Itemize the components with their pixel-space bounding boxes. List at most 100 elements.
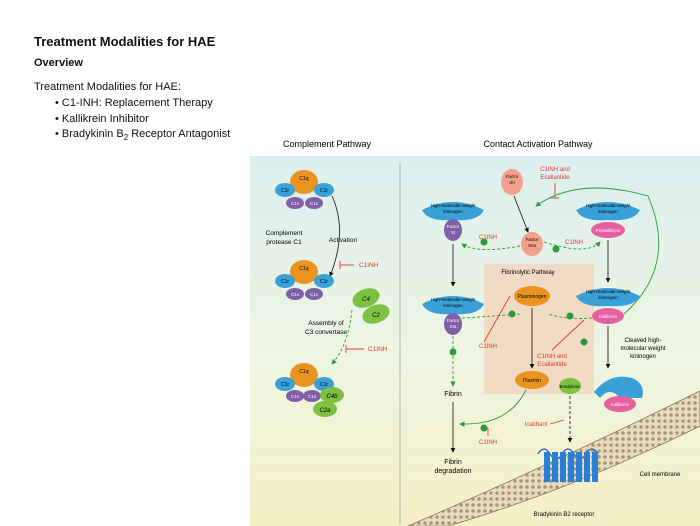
icatibant-label: Icatibant [525,422,548,428]
factor-xiia-label: XIIa [528,243,537,248]
hmwk-label: High-molecular-weight [431,297,477,302]
factor-xia-label: XIa [450,324,457,329]
fibrin-label: Fibrin [444,391,462,398]
plasmin-to-fibrin-arrow [459,389,527,427]
c1-complex-1: C1q C1r C1r C1s C1s [275,170,334,209]
factor-xi-label: Factor [447,224,460,229]
c1s-label: C1s [291,201,300,206]
xii-to-xiia-arrow [513,195,529,233]
c1s-label: C1s [291,292,300,297]
hmwk-prekallikrein: High-molecular-weight kininogen Prekalli… [576,202,640,238]
fibrin-degradation-label: degradation [435,468,472,475]
factor-xiia: Factor XIIa [521,232,543,256]
hmwk-label: kininogen [443,303,463,308]
feedback-arrow [535,187,660,315]
list-item-text: Kallikrein Inhibitor [61,112,149,125]
plus-marker [552,245,560,253]
c1inh-ecallantide-label: Ecallantide [537,362,567,368]
cell-membrane [407,390,700,526]
c1inh-label: C1INH [479,440,497,446]
factor-xii-label: Factor [506,174,519,179]
c2-label: C2 [372,313,380,319]
c4-c2-molecules: C4 C2 [352,288,390,324]
complement-pathway-title: Complement Pathway [283,139,372,149]
hmwk-factor-xi: High-molecular-weight kininogen Factor X… [422,202,484,241]
inhibit-line [549,419,565,425]
c1r-label: C1r [281,188,289,194]
c1inh-label: C1INH [368,346,388,353]
intro-text: Treatment Modalities for HAE: [34,81,181,93]
c1inh-label: C1INH [565,240,583,246]
c4-label: C4 [362,297,370,303]
assembly-label-line1: Assembly of [308,320,344,327]
hmwk-label: kininogen [443,209,463,214]
list-item: Kallikrein Inhibitor [55,112,230,128]
plus-marker [566,312,574,320]
factor-xia-label: Factor [447,318,460,323]
activation-arrow [461,243,521,250]
activation-arrow [543,241,601,250]
activation-arrow [461,313,521,319]
plus-marker [480,238,488,246]
hmwk-label: High-molecular-weight [586,289,632,294]
kallikrein-label: Kallikrein [599,314,618,319]
list-item-text: C1-INH: Replacement Therapy [61,97,213,109]
hmwk-kallikrein: High-molecular-weight kininogen Kallikre… [576,288,640,324]
c1r-label: C1r [320,382,328,388]
plus-marker [480,424,488,432]
bradykinin-label: Bradykinin [559,384,581,389]
c1r-label: C1r [320,279,328,285]
c1r-label: C1r [281,382,289,388]
c1-complex-2: C1q C1r C1r C1s C1s [275,260,334,300]
c1q-label: C1q [299,369,308,375]
c1inh-label: C1INH [359,262,379,269]
hmwk-label: kininogen [598,295,618,300]
inhibit-line [483,295,511,343]
list-item-subscript: 2 [123,133,129,143]
factor-xiia-label: Factor [526,237,539,242]
hmwk-label: High-molecular-weight [431,203,477,208]
assembly-label-line2: C3 convertase [305,329,347,336]
cleaved-hmwk-label: Cleaved high- [624,338,661,344]
activation-arrow [547,313,593,319]
c4b-label: C4b [326,394,338,400]
bradykinin: Bradykinin [559,378,581,394]
list-item-text: Bradykinin B [61,128,124,140]
contact-pathway-title: Contact Activation Pathway [483,139,593,149]
hmwk-label: High-molecular-weight [586,203,632,208]
c1r-label: C1r [320,188,328,194]
hmwk-factor-xia: High-molecular-weight kininogen Factor X… [422,296,484,335]
c1s-label: C1s [308,394,317,399]
c1q-label: C1q [299,176,308,182]
b2-receptor [537,448,599,482]
hmwk-label: kininogen [598,209,618,214]
cleaved-hmwk-label: molecular weight [620,346,665,352]
c1r-label: C1r [281,279,289,285]
fibrinolytic-title: Fibrinolytic Pathway [501,270,554,276]
kallikrein-label: Kallikrein [611,402,630,407]
factor-xii: Factor XII [501,169,523,195]
plasminogen-label: Plasminogen [518,294,547,300]
plus-marker [508,310,516,318]
pathway-diagram: Complement Pathway Contact Activation Pa… [250,139,700,526]
c1inh-label: C1INH [479,344,497,350]
plus-marker [580,338,588,346]
section-heading: Overview [34,57,83,69]
plasminogen: Plasminogen [514,286,550,306]
page-title: Treatment Modalities for HAE [34,34,216,49]
cleaved-hmwk-label: kininogen [630,354,656,360]
factor-xii-label: XII [509,180,515,185]
activation-label: Activation [329,237,358,244]
cleaved-hmwk-kallikrein: Kallikrein [594,376,643,412]
c2a-label: C2a [319,408,331,414]
c1inh-ecallantide-label: C1INH and [540,167,570,173]
activation-arrow [329,195,340,277]
list-item: Bradykinin B2 Receptor Antagonist [55,127,230,146]
list-item: C1-INH: Replacement Therapy [55,96,230,112]
plasmin-label: Plasmin [523,378,541,384]
c1q-label: C1q [299,266,308,272]
protease-label-line2: protease C1 [266,239,302,246]
c1s-label: C1s [310,292,319,297]
c1inh-ecallantide-label: C1INH and [537,354,567,360]
cell-membrane-label: Cell membrane [640,472,681,478]
